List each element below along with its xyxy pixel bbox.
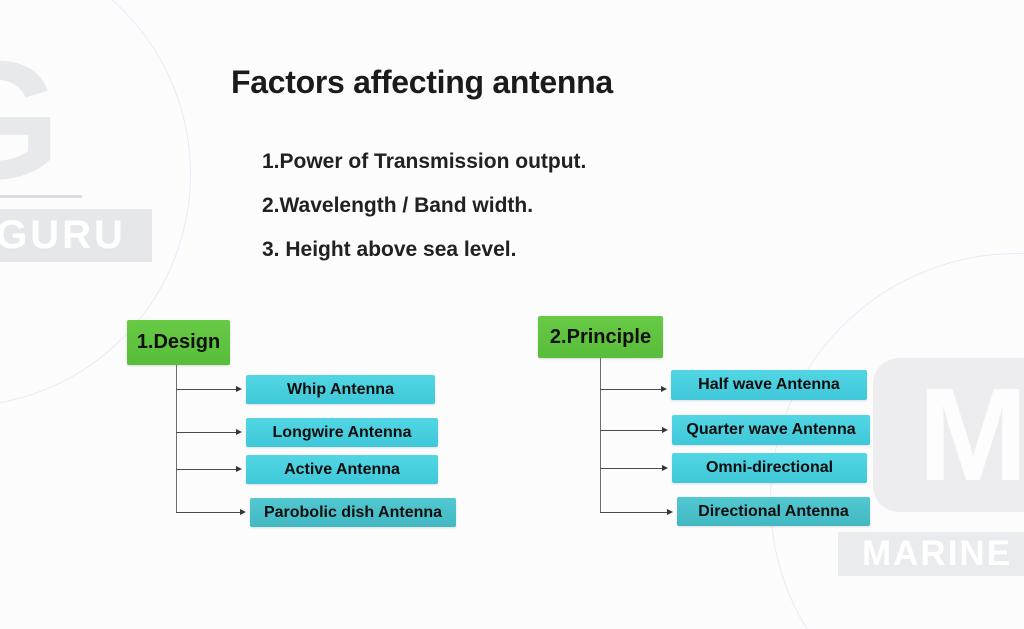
- principle-tree-header: 2.Principle: [538, 316, 663, 358]
- marine-logo-badge: M: [873, 358, 1024, 512]
- design-tree-trunk-line: [176, 365, 177, 512]
- factor-item-1: 1.Power of Transmission output.: [262, 150, 587, 173]
- design-branch-arrow-4: [176, 509, 246, 515]
- principle-tree-trunk-line: [600, 358, 601, 512]
- marine-logo-label: MARINE: [862, 534, 1013, 573]
- factor-list: 1.Power of Transmission output. 2.Wavele…: [262, 140, 586, 272]
- design-node-parabolic-dish-antenna: Parobolic dish Antenna: [250, 498, 456, 527]
- design-node-longwire-antenna: Longwire Antenna: [246, 418, 438, 447]
- principle-branch-arrow-3: [600, 465, 668, 471]
- marine-logo-letter: M: [918, 361, 1024, 508]
- marine-logo-wordmark: MARINE: [838, 532, 1024, 576]
- principle-branch-arrow-1: [600, 386, 667, 392]
- design-branch-arrow-1: [176, 386, 242, 392]
- guru-logo-label: GURU: [0, 213, 126, 257]
- slide-title: Factors affecting antenna: [231, 64, 613, 100]
- principle-node-directional-antenna: Directional Antenna: [677, 497, 870, 526]
- design-node-active-antenna: Active Antenna: [246, 455, 438, 484]
- guru-logo-rule: [0, 195, 82, 198]
- factor-item-3: 3. Height above sea level.: [262, 238, 517, 261]
- guru-logo-wordmark: GURU: [0, 209, 152, 262]
- principle-node-quarter-wave-antenna: Quarter wave Antenna: [672, 415, 870, 445]
- design-branch-arrow-3: [176, 466, 242, 472]
- design-node-whip-antenna: Whip Antenna: [246, 375, 435, 404]
- principle-node-omni-directional: Omni-directional: [672, 453, 867, 483]
- guru-logo-letter: G: [0, 36, 61, 204]
- design-tree-header: 1.Design: [127, 320, 230, 365]
- principle-branch-arrow-2: [600, 427, 668, 433]
- factor-item-2: 2.Wavelength / Band width.: [262, 194, 534, 217]
- principle-branch-arrow-4: [600, 509, 673, 515]
- principle-node-half-wave-antenna: Half wave Antenna: [671, 370, 867, 400]
- design-branch-arrow-2: [176, 429, 242, 435]
